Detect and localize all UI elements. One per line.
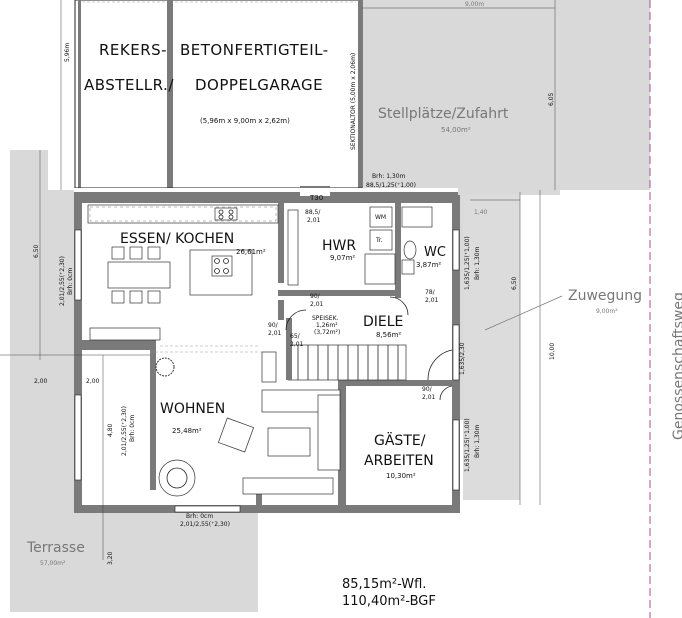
- win-wc-2: Brh: 1,30m: [474, 246, 481, 280]
- living-label: WOHNEN: [160, 401, 225, 417]
- door-swings: [285, 296, 453, 401]
- street-shading: [470, 190, 560, 195]
- wc-label: WC: [424, 245, 446, 260]
- win-guest-1: 1,635/1,25(⁺1,00): [464, 418, 471, 472]
- path-area-zone: [463, 195, 520, 500]
- path-area-label: 9,00m²: [596, 308, 618, 315]
- door-90b2: 2,01: [268, 330, 282, 337]
- door-90c: 90/: [422, 386, 433, 393]
- t30-label: T30: [309, 194, 323, 202]
- dining-table: [107, 246, 171, 304]
- dim-480: 4,80: [107, 423, 114, 437]
- garage-store-label-2: ABSTELLR./: [84, 76, 174, 94]
- pantry-label-3: (3,72m²): [314, 329, 340, 336]
- parking-area: [362, 0, 650, 190]
- garage-depth-dim: 5,96m: [64, 43, 71, 62]
- door-65652: 2,01: [290, 341, 304, 348]
- garage-label-1: BETONFERTIGTEIL-: [180, 41, 329, 59]
- side-605-dim: 6,05: [548, 92, 555, 106]
- garage-door-label: SEKTIONALTOR (5,00m x 2,06m): [350, 53, 357, 150]
- living-area: 25,48m²: [172, 427, 202, 435]
- dim-650-left: 6,50: [33, 244, 40, 258]
- door-78: 78/: [425, 289, 436, 296]
- win-hall: 1,635/2,30: [459, 342, 466, 375]
- garage-store-label-1: REKERS-: [99, 41, 167, 59]
- win-living-2: Brh: 0cm: [129, 415, 136, 442]
- guest-label-2: ARBEITEN: [364, 453, 434, 469]
- guest-label-1: GÄSTE/: [374, 431, 426, 449]
- brh-top-1: Brh: 1,30m: [372, 173, 406, 180]
- wc-fixtures: [401, 206, 433, 275]
- wm-label: WM: [375, 214, 386, 221]
- living-furniture: [155, 357, 341, 497]
- door-90c2: 2,01: [422, 394, 436, 401]
- hwr-fixtures: [287, 206, 396, 286]
- door-90a2: 2,01: [310, 301, 324, 308]
- street-label: Genossenschaftsweg: [671, 292, 682, 440]
- dim-1000: 10,00: [549, 343, 556, 360]
- pantry-label-1: SPEISEK.: [312, 315, 339, 322]
- dim-200b: 2,00: [86, 378, 100, 385]
- garage-size-label: (5,96m x 9,00m x 2,62m): [200, 117, 290, 125]
- pantry-label-2: 1,26m²: [316, 322, 338, 329]
- guest-area: 10,30m²: [386, 472, 416, 480]
- door-90b: 90/: [268, 322, 279, 329]
- garage-label-2: DOPPELGARAGE: [195, 76, 323, 94]
- parking-area-label: 54,00m²: [441, 126, 471, 134]
- windows: [74, 229, 460, 513]
- hall-area: 8,56m²: [376, 331, 401, 339]
- hwr-area: 9,07m²: [330, 254, 355, 262]
- dim-320: 3,20: [107, 551, 114, 565]
- garage: [74, 0, 363, 191]
- win-guest-2: Brh: 1,30m: [474, 424, 481, 458]
- win-kitchen-2: Brh: 0cm: [67, 268, 74, 295]
- path-pointer: [484, 295, 563, 331]
- stairs: [261, 318, 407, 383]
- kitchen-area: 26,61m²: [236, 248, 266, 256]
- brh-top-2: 88,5/1,25(⁺1,00): [366, 182, 416, 189]
- door-90a: 90/: [310, 293, 321, 300]
- wc-area: 3,87m²: [416, 261, 441, 269]
- win-wc-1: 1,635/1,25(⁺1,00): [464, 236, 471, 290]
- terrace-area-label: 57,00m²: [40, 560, 66, 567]
- kitchen-label: ESSEN/ KOCHEN: [120, 231, 234, 247]
- win-living-1: 2,01/2,55(⁺2,30): [121, 406, 128, 456]
- terrace-area: [10, 150, 258, 612]
- terrace-label: Terrasse: [26, 540, 85, 556]
- win-bottom-1: Brh: 0cm: [186, 513, 213, 520]
- door-6565: 65/: [290, 333, 301, 340]
- dim-200a: 2,00: [34, 378, 48, 385]
- door-885: 88,5/: [305, 209, 321, 216]
- total-living-area: 85,15m²-Wfl.: [342, 577, 426, 592]
- kitchen-counter: [87, 204, 279, 341]
- win-kitchen-1: 2,01/2,55(⁺2,30): [59, 256, 66, 306]
- door-201a: 2,01: [307, 217, 321, 224]
- garage-width-dim: 9,00m: [465, 1, 484, 8]
- door-782: 2,01: [425, 297, 439, 304]
- dim-650-right: 6,50: [511, 276, 518, 290]
- total-gross-area: 110,40m²-BGF: [342, 594, 436, 609]
- parking-label: Stellplätze/Zufahrt: [378, 106, 509, 122]
- dim-140: 1,40: [474, 209, 488, 216]
- hall-label: DIELE: [363, 314, 403, 330]
- hwr-label: HWR: [322, 238, 356, 254]
- tr-label: Tr.: [375, 237, 383, 244]
- win-bottom-2: 2,01/2,55(⁺2,30): [180, 521, 230, 528]
- path-label: Zuwegung: [568, 288, 642, 304]
